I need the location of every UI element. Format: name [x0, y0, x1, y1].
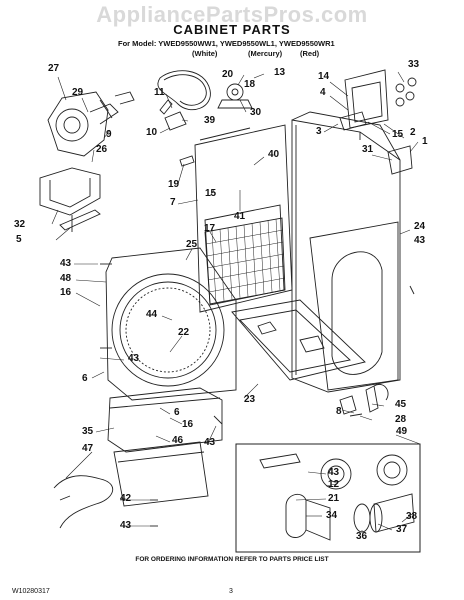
callout-17: 17 [204, 223, 216, 234]
callout-24: 24 [414, 221, 426, 232]
callout-6-left: 6 [82, 373, 88, 384]
callout-15-rear: 15 [205, 188, 217, 199]
watermark: AppliancePartsPros.com [96, 2, 368, 27]
callout-8: 8 [336, 406, 342, 417]
callout-40: 40 [268, 149, 280, 160]
callout-12: 12 [328, 479, 340, 490]
page-number: 3 [229, 588, 233, 595]
drum-belt [157, 70, 211, 111]
base-plate [231, 299, 366, 381]
callout-16-front: 16 [60, 287, 72, 298]
callout-1: 1 [422, 136, 428, 147]
drive-motor-assembly [47, 91, 135, 157]
callout-26: 26 [96, 144, 108, 155]
callout-6-center: 6 [174, 407, 180, 418]
screws [100, 263, 415, 527]
document-id: W10280317 [12, 588, 50, 595]
model-line: For Model: YWED9550WW1, YWED9550WL1, YWE… [118, 39, 335, 48]
callout-34: 34 [326, 510, 338, 521]
callout-41: 41 [234, 211, 246, 222]
callout-4: 4 [320, 87, 326, 98]
callout-32: 32 [14, 219, 26, 230]
callout-5: 5 [16, 234, 22, 245]
callout-22: 22 [178, 327, 190, 338]
callout-44: 44 [146, 309, 158, 320]
lint-mesh [204, 217, 286, 305]
callout-49: 49 [396, 426, 408, 437]
leader-lines [51, 71, 421, 532]
wire-harness [53, 475, 114, 529]
callout-18: 18 [244, 79, 256, 90]
callout-36: 36 [356, 531, 368, 542]
callout-20: 20 [222, 69, 234, 80]
callout-31: 31 [362, 144, 374, 155]
callout-19: 19 [168, 179, 180, 190]
callout-16-center: 16 [182, 419, 194, 430]
callout-25: 25 [186, 239, 198, 250]
callout-43-bottom: 43 [120, 520, 132, 531]
callout-38: 38 [406, 511, 418, 522]
callout-3: 3 [316, 126, 322, 137]
callout-21: 21 [328, 493, 340, 504]
callout-30: 30 [250, 107, 262, 118]
callout-37: 37 [396, 524, 408, 535]
callout-11: 11 [154, 87, 165, 98]
exhaust-kit-parts [259, 453, 415, 541]
idler-pulley [217, 83, 253, 109]
callout-9: 9 [106, 129, 112, 140]
ordering-note: FOR ORDERING INFORMATION REFER TO PARTS … [135, 556, 329, 563]
callout-42: 42 [120, 493, 132, 504]
callout-47: 47 [82, 443, 94, 454]
callout-28: 28 [395, 414, 407, 425]
callout-27: 27 [48, 63, 60, 74]
front-panel [105, 247, 237, 401]
callout-48: 48 [60, 273, 72, 284]
variant-white: (White) [192, 49, 218, 58]
callout-43-right: 43 [414, 235, 426, 246]
callout-2: 2 [410, 127, 416, 138]
main-cabinet [291, 111, 401, 393]
callout-45: 45 [395, 399, 407, 410]
exhaust-kit-box [235, 443, 421, 553]
callout-10: 10 [146, 127, 158, 138]
variant-red: (Red) [300, 49, 320, 58]
callout-14: 14 [318, 71, 330, 82]
callout-46: 46 [172, 435, 184, 446]
control-board [344, 69, 417, 129]
toe-panel [107, 387, 223, 507]
callout-43-front-mid: 43 [128, 353, 140, 364]
page-title: CABINET PARTS [173, 22, 291, 37]
callout-15: 15 [392, 129, 404, 140]
callout-43-toe: 43 [204, 437, 216, 448]
callout-43-kit: 43 [328, 467, 340, 478]
callout-33: 33 [408, 59, 420, 70]
callout-39: 39 [204, 115, 216, 126]
callout-23: 23 [244, 394, 256, 405]
callout-43-front-top: 43 [60, 258, 72, 269]
variant-mercury: (Mercury) [248, 49, 283, 58]
callout-7: 7 [170, 197, 176, 208]
callout-13: 13 [274, 67, 286, 78]
callout-35: 35 [82, 426, 94, 437]
motor-mount-bracket [39, 167, 101, 232]
callout-29: 29 [72, 87, 84, 98]
